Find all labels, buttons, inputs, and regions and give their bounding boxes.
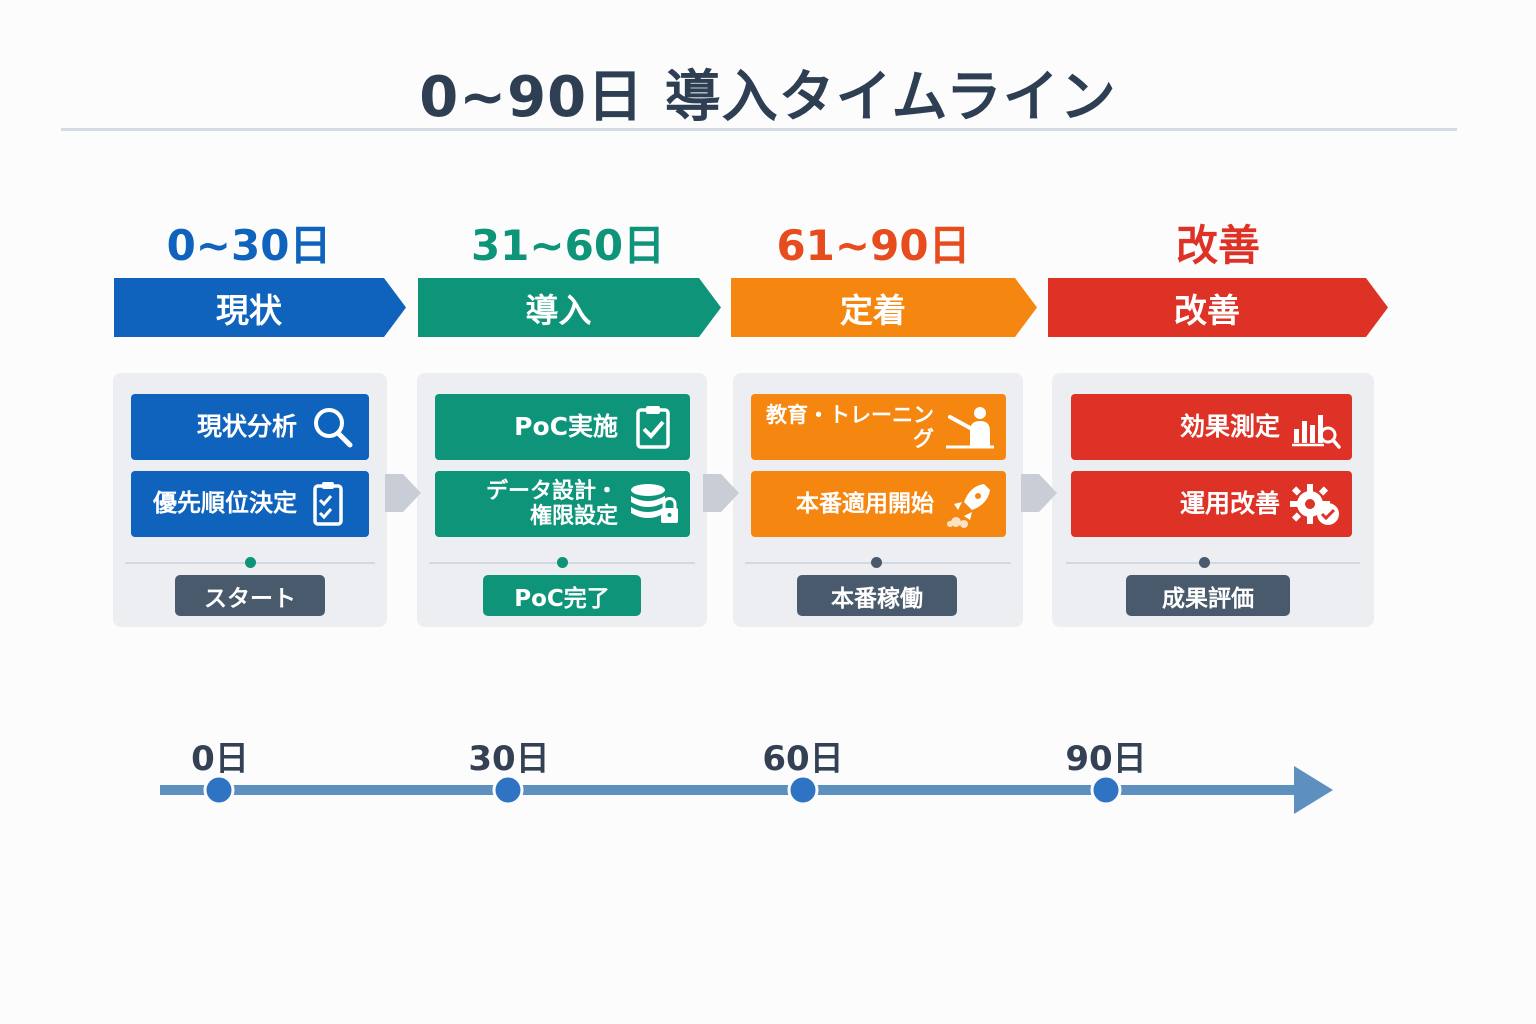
task-label: データ設計・ 権限設定	[435, 479, 628, 530]
chevron-right-icon	[1021, 474, 1057, 512]
task-training: 教育・トレーニング	[751, 394, 1006, 460]
milestone-dot	[1199, 557, 1210, 568]
timeline-dot-30	[492, 774, 524, 806]
milestone-badge-poc-complete: PoC完了	[483, 575, 641, 616]
phase-range-2: 31~60日	[470, 221, 666, 270]
task-label: 効果測定	[1179, 411, 1280, 441]
page-title: 0~90日 導入タイムライン	[419, 65, 1117, 130]
phase-ribbon-2: 導入	[418, 278, 721, 337]
phase-range-1: 0~30日	[166, 221, 332, 270]
phase-name-4: 改善	[1174, 290, 1240, 330]
task-production-start: 本番適用開始	[751, 471, 1006, 537]
timeline-arrow-head	[1294, 766, 1333, 814]
task-label-line-1: データ設計・	[485, 478, 618, 504]
task-label: 運用改善	[1179, 488, 1280, 518]
phase-ribbon-4: 改善	[1048, 278, 1388, 337]
milestone-dot	[557, 557, 568, 568]
rocket-icon	[947, 484, 990, 528]
title-divider	[61, 128, 1457, 131]
phase-name-3: 定着	[840, 290, 906, 330]
gear-check-icon	[1290, 484, 1339, 525]
task-label: 現状分析	[196, 411, 297, 441]
timeline-dot-90	[1090, 774, 1122, 806]
task-poc: PoC実施	[435, 394, 690, 460]
timeline-mark-label-0: 0日	[191, 739, 249, 779]
timeline-mark-label-60: 60日	[762, 739, 844, 779]
panel-divider	[1066, 562, 1360, 564]
timeline-mark-label-30: 30日	[468, 739, 550, 779]
milestone-badge-production: 本番稼働	[797, 575, 957, 616]
magnifier-icon	[314, 408, 353, 448]
phase-name-1: 現状	[216, 290, 282, 330]
clipboard-check-icon	[636, 406, 670, 449]
milestone-dot	[871, 557, 882, 568]
task-label: 教育・トレーニング	[766, 402, 934, 451]
milestone-dot	[245, 557, 256, 568]
presenter-icon	[946, 407, 994, 449]
chevron-right-icon	[385, 474, 421, 512]
phase-panel-4: 効果測定 運用改善	[1052, 373, 1374, 627]
checklist-clipboard-icon	[313, 482, 343, 526]
chart-magnifier-icon	[1292, 415, 1341, 449]
task-label: PoC実施	[514, 411, 618, 441]
timeline-dot-0	[203, 774, 235, 806]
task-priority-decision: 優先順位決定	[131, 471, 369, 537]
phase-panel-1: 現状分析 優先順位決定 スタート	[113, 373, 387, 627]
task-label: 優先順位決定	[153, 489, 297, 518]
phase-range-3: 61~90日	[776, 221, 971, 270]
task-label-line-2: 権限設定	[529, 504, 618, 529]
task-operation-improvement: 運用改善	[1071, 471, 1352, 537]
chevron-right-icon	[703, 474, 739, 512]
task-current-analysis: 現状分析	[131, 394, 369, 460]
milestone-badge-evaluation: 成果評価	[1126, 575, 1290, 616]
timeline-bar	[160, 785, 1300, 795]
phase-name-2: 導入	[525, 290, 592, 330]
phase-ribbon-1: 現状	[114, 278, 406, 337]
milestone-badge-start: スタート	[175, 575, 325, 616]
task-label: 本番適用開始	[796, 490, 934, 517]
task-data-design: データ設計・ 権限設定	[435, 471, 690, 537]
phase-panel-3: 教育・トレーニング 本番適用開始 本番稼働	[733, 373, 1023, 627]
phase-range-4: 改善	[1175, 221, 1260, 270]
phase-ribbon-3: 定着	[731, 278, 1037, 337]
timeline-dot-60	[787, 774, 819, 806]
timeline-mark-label-90: 90日	[1065, 739, 1147, 779]
task-effect-measurement: 効果測定	[1071, 394, 1352, 460]
phase-panel-2: PoC実施 データ設計・ 権限設定 PoC完了	[417, 373, 707, 627]
database-lock-icon	[631, 484, 678, 523]
